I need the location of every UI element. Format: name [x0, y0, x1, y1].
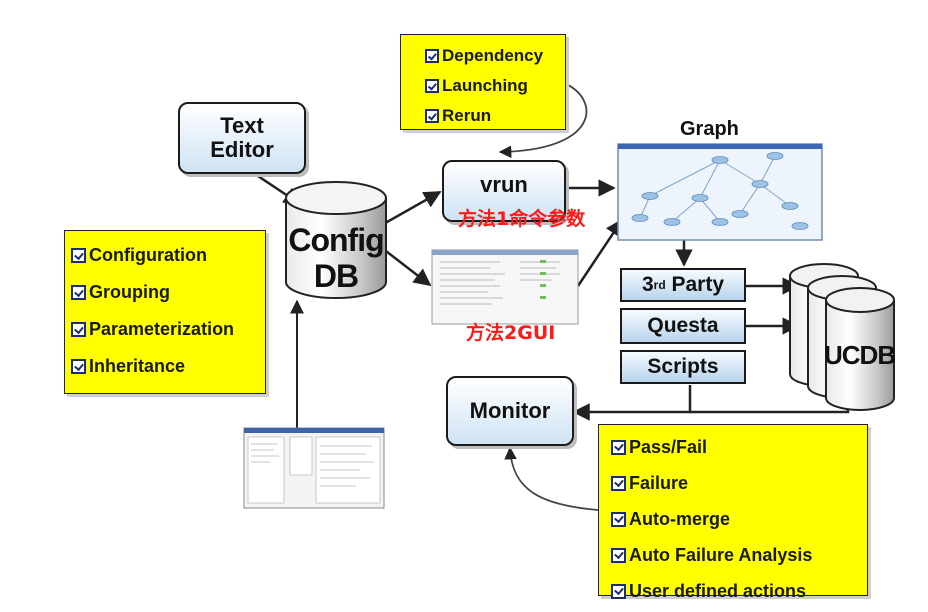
monitor-feature-item: Pass/Fail — [611, 429, 867, 465]
config-db-label: Config DB — [278, 222, 394, 294]
vrun-feature-item: Dependency — [425, 41, 565, 71]
config-feature-label: Parameterization — [89, 319, 235, 339]
questa-box: Questa — [620, 308, 746, 344]
config-features-note: Configuration Grouping Parameterization … — [64, 230, 266, 394]
scripts-label: Scripts — [647, 355, 719, 378]
monitor-features-note: Pass/Fail Failure Auto-merge Auto Failur… — [598, 424, 868, 601]
third-party-prefix: 3 — [641, 273, 654, 296]
config-feature-label: Grouping — [89, 282, 170, 302]
method1-overlay-label: 方法1命令参数 — [458, 208, 586, 230]
text-editor-box: Text Editor — [178, 102, 306, 174]
config-feature-label: Configuration — [89, 245, 207, 265]
checkbox-icon — [611, 583, 626, 599]
vrun-feature-item: Rerun — [425, 101, 565, 131]
checkbox-icon — [425, 79, 439, 93]
third-party-suffix: Party — [665, 273, 725, 296]
checkbox-icon — [611, 547, 626, 563]
vrun-feature-label: Launching — [442, 76, 528, 95]
vrun-feature-item: Launching — [425, 71, 565, 101]
config-feature-label: Inheritance — [89, 356, 186, 376]
third-party-sup: rd — [653, 278, 666, 292]
method2-overlay-label: 方法2GUI — [466, 322, 556, 344]
text-editor-line1: Text — [220, 113, 264, 138]
arrow-config-to-gui — [381, 247, 432, 287]
vrun-label: vrun — [480, 172, 528, 197]
monitor-feature-item: Auto Failure Analysis — [611, 537, 867, 573]
arrow-note-to-monitor — [504, 446, 599, 511]
monitor-feature-item: Auto-merge — [611, 501, 867, 537]
text-editor-line2: Editor — [210, 137, 274, 162]
config-feature-item: Parameterization — [71, 311, 265, 348]
vrun-features-note: Dependency Launching Rerun — [400, 34, 566, 130]
vrun-feature-label: Dependency — [442, 46, 544, 65]
checkbox-icon — [425, 109, 439, 123]
monitor-feature-label: Auto Failure Analysis — [629, 544, 813, 565]
monitor-label: Monitor — [469, 398, 551, 423]
checkbox-icon — [611, 439, 626, 455]
arrow-gui-to-graph — [576, 218, 624, 287]
graph-thumbnail — [617, 143, 823, 241]
config-feature-item: Configuration — [71, 237, 265, 274]
arrow-ucdb-to-monitor — [690, 398, 850, 414]
monitor-feature-item: Failure — [611, 465, 867, 501]
config-feature-item: Inheritance — [71, 348, 265, 385]
monitor-feature-item: User defined actions — [611, 573, 867, 609]
vrun-feature-label: Rerun — [442, 106, 492, 125]
checkbox-icon — [71, 248, 86, 263]
checkbox-icon — [425, 49, 439, 63]
arrow-config-to-vrun — [379, 190, 442, 228]
questa-label: Questa — [647, 314, 719, 337]
ide-screenshot — [243, 427, 385, 509]
checkbox-icon — [611, 475, 626, 491]
config-db-line2: DB — [313, 258, 359, 294]
monitor-feature-label: Auto-merge — [629, 508, 731, 529]
config-db-line1: Config — [288, 222, 384, 258]
vrun-box: vrun — [442, 160, 566, 222]
checkbox-icon — [71, 285, 86, 300]
config-db-cylinder — [285, 181, 387, 299]
monitor-feature-label: Failure — [629, 472, 689, 493]
arrow-stack-to-monitor — [572, 385, 692, 421]
ucdb-cylinders — [789, 263, 895, 411]
ucdb-label: UCDB — [824, 340, 896, 370]
graph-title: Graph — [680, 118, 739, 140]
checkbox-icon — [611, 511, 626, 527]
arrow-note-to-vrun — [498, 83, 588, 159]
checkbox-icon — [71, 322, 86, 337]
monitor-feature-label: User defined actions — [629, 580, 807, 601]
monitor-box: Monitor — [446, 376, 574, 446]
checkbox-icon — [71, 359, 86, 374]
config-feature-item: Grouping — [71, 274, 265, 311]
scripts-box: Scripts — [620, 350, 746, 384]
gui-window-screenshot — [431, 249, 579, 325]
monitor-feature-label: Pass/Fail — [629, 436, 708, 457]
